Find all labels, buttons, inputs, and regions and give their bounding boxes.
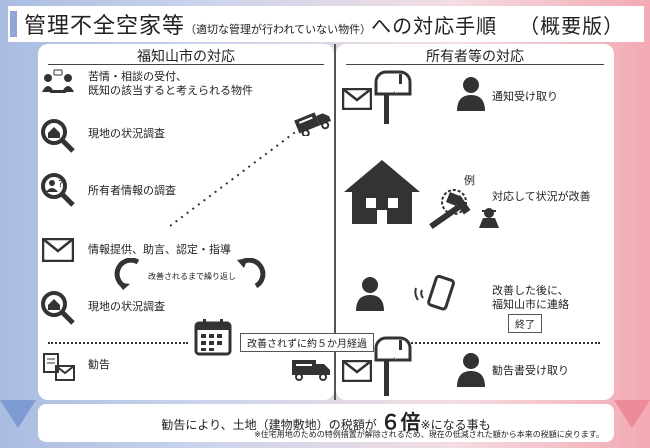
repair-tools-icon xyxy=(429,189,471,230)
left-down-arrow xyxy=(0,400,36,428)
person-icon xyxy=(356,277,384,311)
dotted-diagonal-path xyxy=(170,129,299,227)
house-search-icon xyxy=(41,291,75,325)
envelope-icon xyxy=(42,238,74,262)
example-label: 例 xyxy=(464,174,475,187)
title-accent xyxy=(10,11,17,37)
advisory-document-icon xyxy=(43,353,75,381)
advisory-received-label: 勧告書受け取り xyxy=(492,364,569,377)
tax-multiplier: ６倍 xyxy=(380,410,421,434)
house-search-icon xyxy=(41,119,75,153)
right-down-arrow xyxy=(614,400,650,428)
after-improve-label: 改善した後に、福知山市に連絡 xyxy=(492,284,569,311)
loop-arrow-left-icon xyxy=(114,258,140,290)
city-header: 福知山市の対応 xyxy=(137,49,235,65)
tax-warning-post: ※になる事も xyxy=(420,418,491,432)
five-months-label: 改善されずに約５か月経過 xyxy=(240,333,374,352)
mailbox-icon xyxy=(374,336,412,396)
envelope-icon xyxy=(342,360,372,382)
dotted-separator-right xyxy=(380,342,600,344)
step-resurvey-label: 現地の状況調査 xyxy=(88,300,165,313)
person-icon xyxy=(457,353,485,387)
step-guidance-label: 情報提供、助言、認定・指導 xyxy=(88,243,231,256)
step-advisory-label: 勧告 xyxy=(88,358,110,371)
dotted-separator-left xyxy=(48,342,188,344)
tax-footnote: ※住宅用地のための特例措置が解除されるため、現在の低減された額から本来の税額に戻… xyxy=(254,430,604,439)
improved-label: 対応して状況が改善 xyxy=(492,190,591,203)
calendar-icon xyxy=(194,319,232,356)
title-summary: （概要版） xyxy=(519,14,625,38)
tax-warning-pre: 勧告により、土地（建物敷地）の税額が xyxy=(161,418,377,432)
mailbox-icon xyxy=(374,70,412,124)
svg-text:?: ? xyxy=(58,179,63,190)
step-owner-info-label: 所有者情報の調査 xyxy=(88,184,176,197)
done-label: 終了 xyxy=(508,314,542,333)
person-icon xyxy=(457,77,485,111)
city-header-rule xyxy=(48,64,324,65)
title-bar xyxy=(8,6,644,42)
column-divider xyxy=(334,44,336,400)
title-main: 管理不全空家等 xyxy=(24,14,186,39)
title-paren: （適切な管理が行われていない物件） xyxy=(185,23,372,36)
delivery-truck-icon xyxy=(292,360,330,381)
house-icon xyxy=(344,160,420,224)
loop-label: 改善されるまで繰り返し xyxy=(148,272,236,281)
delivery-truck-icon xyxy=(294,112,331,136)
owner-search-icon: ? xyxy=(41,173,75,207)
step-survey-label: 現地の状況調査 xyxy=(88,127,165,140)
title-tail: への対応手順 xyxy=(371,14,498,38)
envelope-icon xyxy=(342,88,372,110)
worker-icon xyxy=(479,208,499,228)
owner-header: 所有者等の対応 xyxy=(426,49,524,65)
phone-icon xyxy=(414,274,455,311)
tax-warning-banner: 勧告により、土地（建物敷地）の税額が ６倍※になる事も ※住宅用地のための特例措… xyxy=(38,404,614,442)
people-consult-icon xyxy=(42,69,74,93)
loop-arrow-right-icon xyxy=(237,258,266,289)
owner-header-rule xyxy=(346,64,604,65)
step-intake-label: 苦情・相談の受付、既知の該当すると考えられる物件 xyxy=(88,70,253,97)
page-title: 管理不全空家等（適切な管理が行われていない物件）への対応手順 （概要版） xyxy=(24,8,624,40)
notice-received-label: 通知受け取り xyxy=(492,90,558,103)
